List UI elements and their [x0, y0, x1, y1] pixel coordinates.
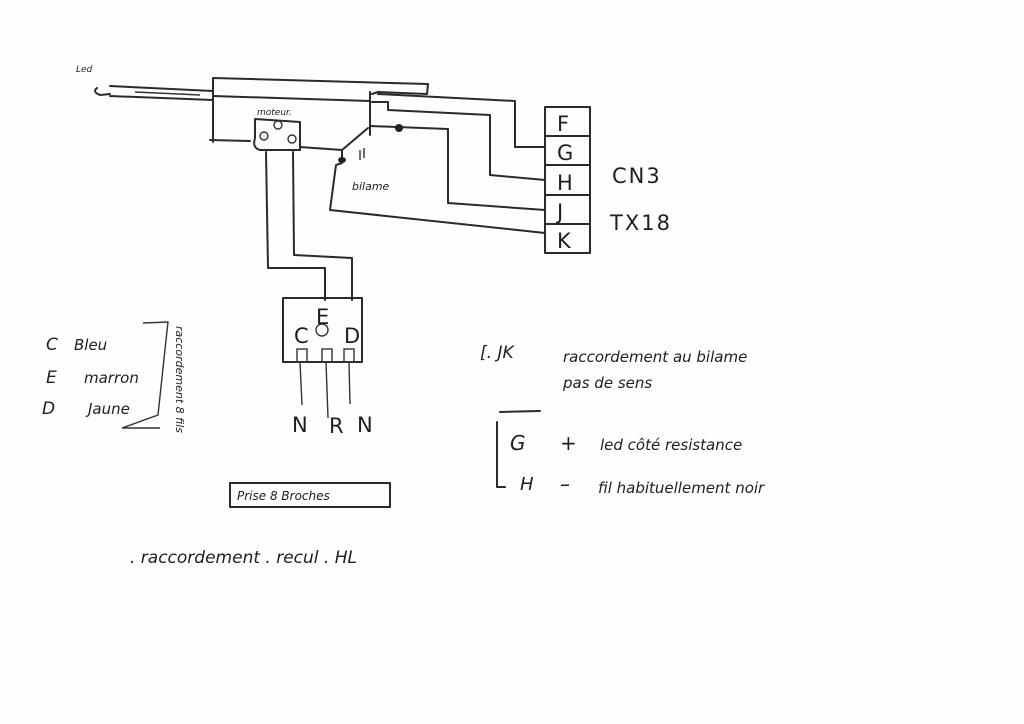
note-g-sign: + — [560, 431, 577, 455]
terminal-g: G — [557, 141, 575, 165]
note-g-text: led côté resistance — [600, 436, 742, 454]
bilame-label: bilame — [352, 180, 390, 193]
moteur-label: moteur. — [257, 108, 292, 118]
cn3-label: CN3 — [612, 164, 662, 188]
legend-color-c: Bleu — [74, 336, 107, 354]
note-h-pin: H — [520, 474, 534, 495]
motor-plug-wires — [265, 151, 353, 301]
note-h-sign: – — [560, 472, 570, 496]
legend-pin-d: D — [42, 399, 55, 419]
note-jk-line1: raccordement au bilame — [563, 348, 747, 366]
legend-pin-c: C — [46, 335, 58, 355]
plug-pin-e: E — [316, 305, 331, 329]
legend-color-e: marron — [84, 369, 139, 387]
note-h-text: fil habituellement noir — [598, 479, 765, 497]
terminal-wires — [369, 93, 546, 211]
tx18-label: TX18 — [609, 211, 672, 235]
note-jk-line2: pas de sens — [562, 374, 652, 392]
note-g-pin: G — [510, 431, 526, 455]
legend-color-d: Jaune — [85, 400, 130, 418]
plug-label-box — [229, 482, 391, 508]
note-jk-prefix: [. JK — [480, 343, 515, 363]
legend-pin-e: E — [46, 368, 57, 388]
terminal-f: F — [557, 112, 571, 136]
motor-housing — [209, 77, 429, 151]
wire-color-3: N — [357, 413, 375, 437]
terminal-j: J — [555, 200, 565, 224]
wiring-vertical-label: raccordement 8 fils — [173, 326, 186, 433]
led-label: Led — [76, 65, 93, 75]
notes: [. JK raccordement au bilame pas de sens… — [480, 343, 765, 497]
led-tube — [94, 85, 214, 101]
terminal-h: H — [557, 171, 575, 195]
bilame-switch — [329, 127, 546, 234]
footer-note: . raccordement . recul . HL — [130, 548, 357, 568]
plug-8-pin — [282, 297, 363, 419]
terminal-block-cn3 — [544, 106, 591, 254]
wire-color-1: N — [292, 413, 310, 437]
motor-symbol — [253, 118, 301, 151]
color-legend: C Bleu E marron D Jaune raccordement 8 f… — [42, 321, 186, 433]
terminal-k: K — [557, 229, 573, 253]
plug-pin-d: D — [344, 324, 362, 348]
wire-color-2: R — [329, 414, 346, 438]
plug-pin-c: C — [294, 324, 311, 348]
plug-label: Prise 8 Broches — [237, 489, 330, 503]
